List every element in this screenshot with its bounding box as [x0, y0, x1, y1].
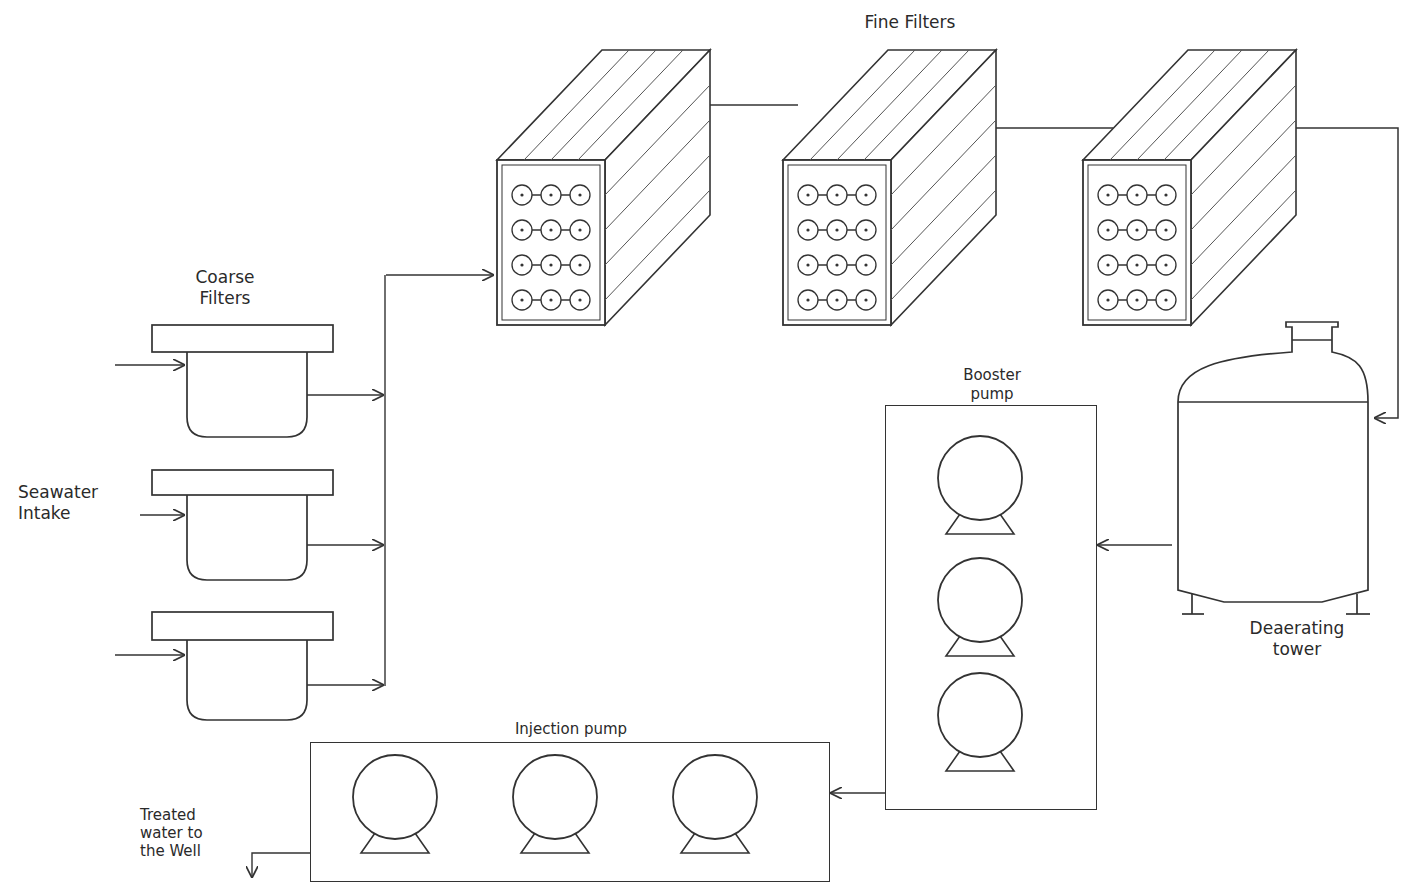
filter-bank: Fine Filters: [494, 10, 1392, 325]
node-heading: Deaerating tower: [1242, 618, 1352, 660]
filter-group: Coarse Filters: [110, 265, 386, 725]
tower-node: Deaerating tower: [1172, 318, 1374, 668]
flow-arrow: [1374, 128, 1398, 418]
node-heading: Injection pump: [311, 720, 831, 739]
pump-symbol: [673, 755, 757, 853]
flow-arrow: [1097, 544, 1172, 546]
pump-symbol: [938, 673, 1022, 771]
node-heading: Fine Filters: [835, 12, 985, 33]
flow-label: Treated water to the Well: [140, 806, 208, 860]
fine-filter: [783, 50, 996, 325]
node-heading: Coarse Filters: [175, 267, 275, 309]
pump-symbol: [353, 755, 437, 853]
outlet-line: [252, 853, 310, 878]
fine-filter: [497, 50, 710, 325]
pump-box: Injection pump: [310, 742, 830, 882]
coarse-filter-vessels: [152, 325, 333, 720]
pump-symbol: [513, 755, 597, 853]
node-heading: Booster pump: [942, 366, 1042, 404]
pump-box: Booster pump: [885, 405, 1097, 810]
flow-label: Seawater Intake: [18, 482, 133, 524]
flow-arrow: [830, 792, 885, 794]
pump-symbol: [938, 436, 1022, 534]
pump-symbol: [938, 558, 1022, 656]
deaerating-tower-vessel: [1178, 322, 1370, 614]
flow-arrow: [386, 274, 494, 276]
fine-filter: [1083, 50, 1296, 325]
intake-and-outlet-lines: [115, 275, 385, 686]
